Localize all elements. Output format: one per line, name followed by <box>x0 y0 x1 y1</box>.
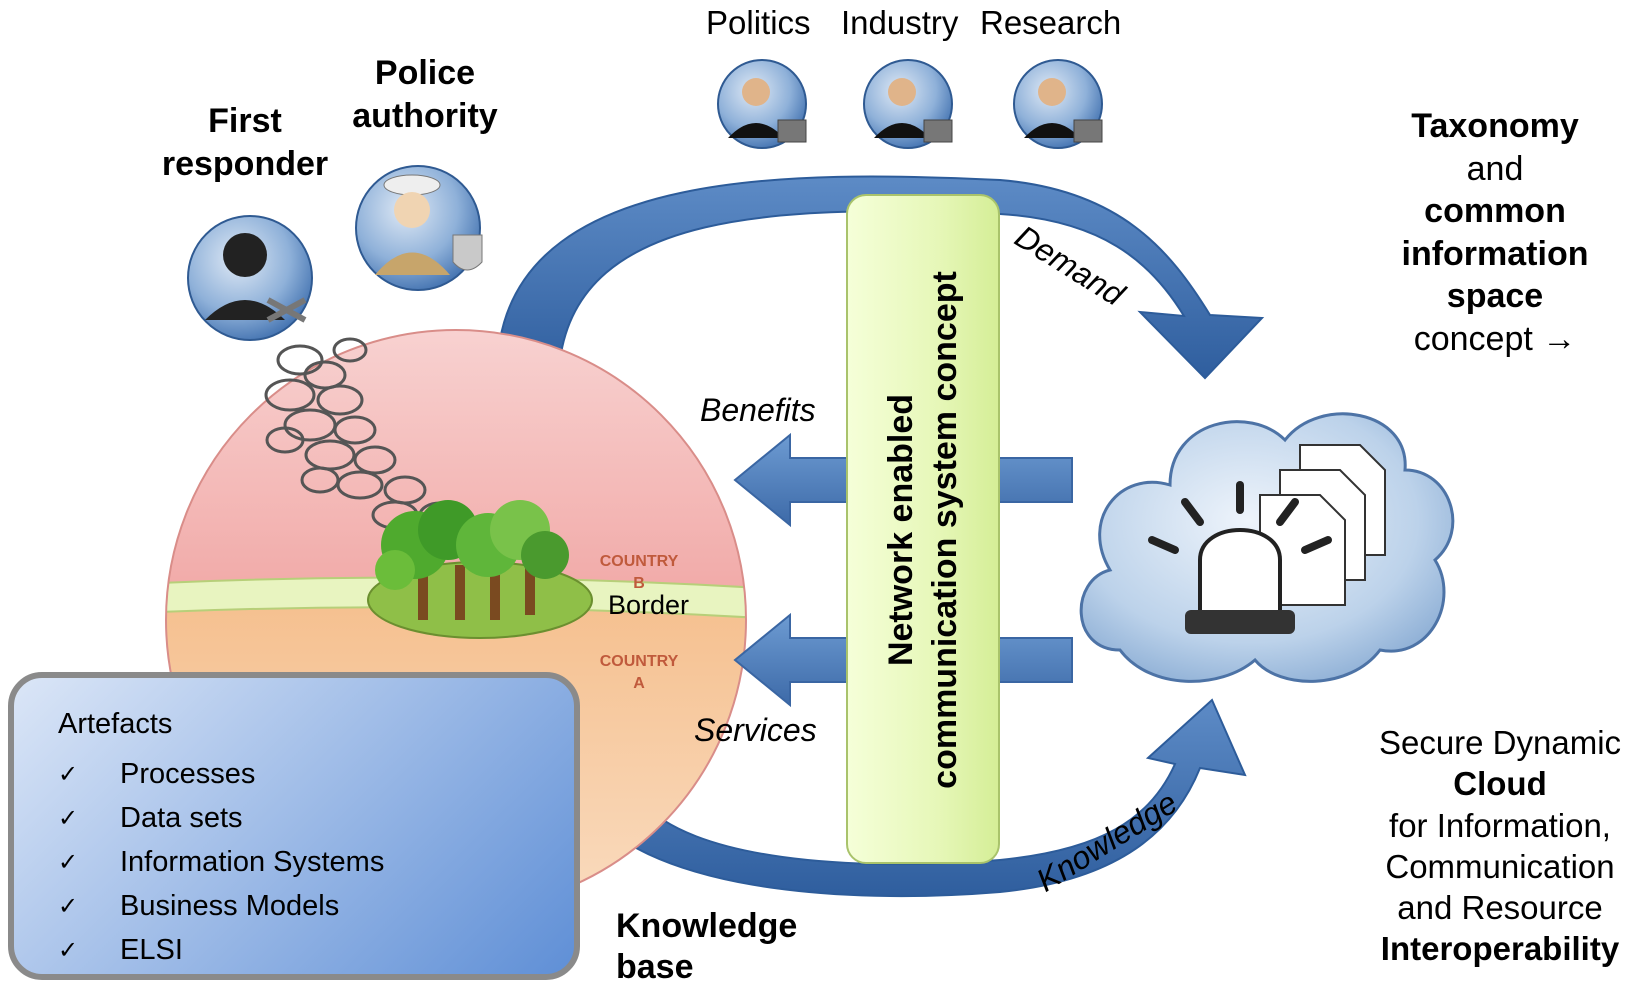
cloud-line-6: Interoperability <box>1380 930 1620 968</box>
artefacts-box: Artefacts ✓Processes ✓Data sets ✓Informa… <box>8 672 580 980</box>
cloud-line-3: for Information, <box>1389 806 1611 844</box>
taxonomy-line-2: and <box>1466 149 1524 188</box>
taxonomy-line-3: common <box>1424 192 1566 230</box>
check-icon: ✓ <box>58 848 79 876</box>
avatar-police <box>355 165 483 291</box>
cloud-line-5: and Resource <box>1397 889 1603 926</box>
check-icon: ✓ <box>58 760 79 788</box>
services-label: Services <box>694 712 817 748</box>
list-item: ✓Business Models <box>58 884 384 928</box>
nec-concept-box <box>846 194 1000 864</box>
artefacts-list: ✓Processes ✓Data sets ✓Information Syste… <box>58 752 384 972</box>
avatar-research <box>1013 59 1103 149</box>
knowledge-arc-arrow <box>578 698 1247 898</box>
first-responder-label: First responder <box>161 102 329 183</box>
list-item: ✓Data sets <box>58 796 384 840</box>
avatar-industry <box>863 59 953 149</box>
taxonomy-block: Taxonomy and common information space co… <box>1350 105 1640 360</box>
benefits-label: Benefits <box>700 392 816 428</box>
list-item: ✓Information Systems <box>58 840 384 884</box>
taxonomy-line-5: space <box>1446 277 1544 315</box>
border-label: Border <box>608 590 690 620</box>
cloud-description: Secure Dynamic Cloud for Information, Co… <box>1350 722 1647 970</box>
country-b-label: COUNTRY B <box>599 553 679 592</box>
list-item: ✓Processes <box>58 752 384 796</box>
industry-label: Industry <box>841 4 959 41</box>
trees <box>375 500 569 620</box>
check-icon: ✓ <box>58 936 79 964</box>
cloud-line-2: Cloud <box>1453 765 1547 803</box>
research-label: Research <box>980 4 1122 41</box>
cloud-line-4: Communication <box>1385 847 1615 885</box>
siren-icon <box>1148 481 1332 634</box>
police-authority-label: Police authority <box>352 54 498 135</box>
nec-concept-text: Network enabled communication system con… <box>881 271 964 789</box>
artefacts-title: Artefacts <box>58 708 173 740</box>
demand-arc-arrow <box>498 175 1265 380</box>
taxonomy-line-4: information <box>1401 234 1589 273</box>
avatar-first-responder <box>187 215 313 341</box>
avatar-politics <box>717 59 807 149</box>
taxonomy-line-6: concept → <box>1413 319 1577 358</box>
cloud-line-1: Secure Dynamic <box>1378 724 1622 761</box>
knowledge-base-label: Knowledge base <box>616 907 798 986</box>
taxonomy-line-1: Taxonomy <box>1411 107 1579 145</box>
list-item: ✓ELSI <box>58 928 384 972</box>
check-icon: ✓ <box>58 892 79 920</box>
check-icon: ✓ <box>58 804 79 832</box>
country-a-label: COUNTRY A <box>599 653 679 692</box>
politics-label: Politics <box>706 4 811 41</box>
